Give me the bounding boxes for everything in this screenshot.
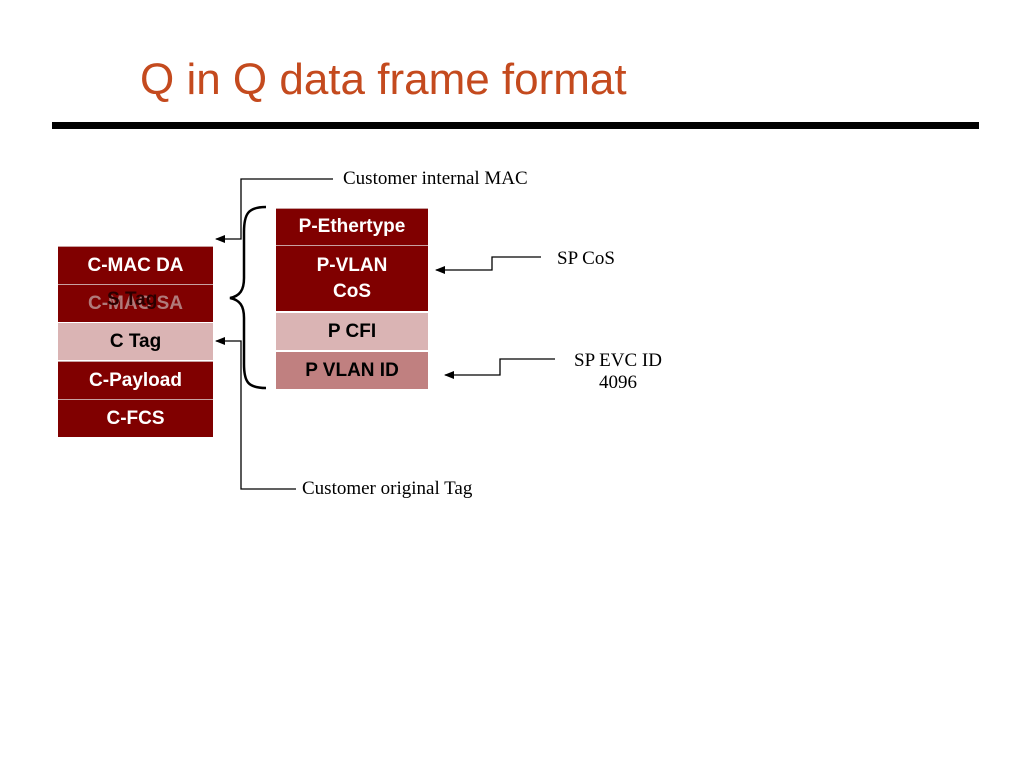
sp-evc-id-label: SP EVC ID 4096: [562, 350, 674, 394]
customer-internal-mac-label: Customer internal MAC: [343, 168, 528, 189]
page-title: Q in Q data frame format: [140, 55, 627, 104]
sp-evc-id-value: 4096: [599, 372, 637, 393]
c-mac-sa-field: C-MAC SA: [58, 284, 213, 322]
sp-cos-label: SP CoS: [557, 248, 615, 269]
p-vlan-id-field: P VLAN ID: [276, 351, 428, 389]
s-tag-label: S Tag: [107, 289, 158, 310]
c-payload-field: C-Payload: [58, 361, 213, 399]
c-fcs-field: C-FCS: [58, 399, 213, 437]
customer-original-tag-label: Customer original Tag: [302, 478, 473, 499]
curly-brace: [229, 205, 267, 390]
p-ethertype-field: P-Ethertype: [276, 208, 428, 245]
c-mac-sa-label: C-MAC SA: [88, 292, 183, 314]
p-cfi-field: P CFI: [276, 312, 428, 350]
sp-cos-connector: [435, 256, 541, 274]
sp-evc-id-connector: [444, 358, 555, 379]
sp-evc-id-text: SP EVC ID: [574, 350, 662, 371]
customer-internal-mac-connector: [215, 178, 333, 243]
customer-original-tag-connector: [215, 337, 296, 490]
c-tag-field: C Tag: [58, 322, 213, 360]
c-mac-da-field: C-MAC DA: [58, 246, 213, 284]
p-vlan-cos-field: P-VLAN CoS: [276, 245, 428, 311]
title-divider: [52, 122, 979, 129]
